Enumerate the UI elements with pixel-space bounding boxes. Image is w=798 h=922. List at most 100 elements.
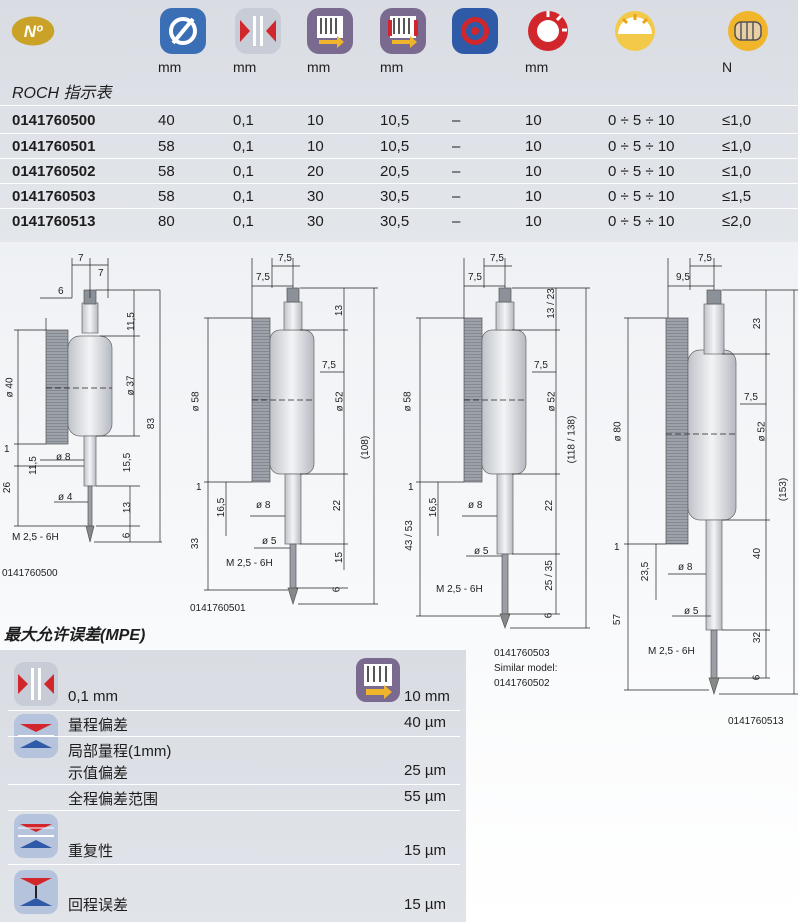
diameter-value: 58 bbox=[158, 138, 175, 155]
dim-label: 40 bbox=[752, 547, 764, 560]
dim-label: 11,5 bbox=[125, 312, 137, 331]
dim-label: 7,5 bbox=[698, 253, 712, 264]
dim-label: 57 bbox=[612, 613, 624, 626]
scale-icon bbox=[612, 8, 658, 54]
travel-value: 30,5 bbox=[380, 213, 410, 230]
mpe-item-value: 40 µm bbox=[404, 714, 446, 731]
dim-label: 7 bbox=[98, 268, 104, 279]
row-divider bbox=[0, 133, 798, 134]
unit-range: mm bbox=[307, 59, 331, 75]
travel-value: 20,5 bbox=[380, 163, 410, 180]
resolution-value: 0,1 bbox=[233, 163, 254, 180]
resolution-icon bbox=[235, 8, 281, 54]
range-value: 30 bbox=[307, 213, 324, 230]
dim-label: 7,5 bbox=[278, 253, 292, 264]
drawing-caption: 0141760503 bbox=[494, 648, 550, 659]
mpe-item-value: 55 µm bbox=[404, 788, 446, 805]
mpe-resolution: 0,1 mm bbox=[68, 688, 119, 705]
dim-label: ø 4 bbox=[58, 492, 73, 503]
dim-label: 6 bbox=[751, 674, 763, 681]
dim-label: (153) bbox=[778, 477, 790, 502]
drawing-0141760500 bbox=[14, 258, 162, 543]
dim-label: 13 bbox=[334, 304, 346, 317]
dim-label: ø 58 bbox=[402, 391, 414, 412]
drawing-caption: 0141760500 bbox=[2, 568, 58, 579]
mpe-item-label: 全程偏差范围 bbox=[68, 791, 159, 808]
range-icon bbox=[307, 8, 353, 54]
revolution-value: – bbox=[452, 138, 461, 155]
dim-label: 6 bbox=[543, 612, 555, 619]
dial-reading-icon bbox=[525, 8, 571, 54]
dim-label: ø 8 bbox=[468, 500, 483, 511]
resolution-value: 0,1 bbox=[233, 213, 254, 230]
row-divider bbox=[0, 158, 798, 159]
scale-value: 0 ÷ 5 ÷ 10 bbox=[608, 112, 675, 129]
dim-label: 23,5 bbox=[640, 561, 652, 582]
reading-value: 10 bbox=[525, 138, 542, 155]
drawing-note: Similar model: bbox=[494, 663, 558, 674]
dim-label: 1 bbox=[408, 482, 414, 493]
diameter-value: 58 bbox=[158, 188, 175, 205]
resolution-value: 0,1 bbox=[233, 112, 254, 129]
dim-label: 1 bbox=[4, 444, 10, 455]
divider bbox=[8, 810, 460, 811]
dim-label: 7,5 bbox=[468, 272, 482, 283]
drawing-caption: 0141760501 bbox=[190, 603, 246, 614]
dim-label: ø 8 bbox=[56, 452, 71, 463]
dim-label: ø 37 bbox=[125, 375, 137, 396]
table-title: ROCH 指示表 bbox=[12, 85, 112, 102]
dim-label: 7,5 bbox=[256, 272, 270, 283]
mpe-item-value: 25 µm bbox=[404, 762, 446, 779]
dim-label: 9,5 bbox=[676, 272, 690, 283]
scale-value: 0 ÷ 5 ÷ 10 bbox=[608, 138, 675, 155]
part-number: 0141760513 bbox=[12, 213, 96, 230]
drawing-0141760503 bbox=[416, 258, 590, 630]
dim-label: M 2,5 - 6H bbox=[12, 532, 59, 543]
force-value: ≤1,0 bbox=[722, 163, 752, 180]
travel-value: 10,5 bbox=[380, 112, 410, 129]
part-number: 0141760503 bbox=[12, 188, 96, 205]
mpe-item-label: 局部量程(1mm) bbox=[68, 743, 172, 760]
dim-label: 6 bbox=[331, 586, 343, 593]
dim-label: M 2,5 - 6H bbox=[436, 584, 483, 595]
divider bbox=[8, 710, 460, 711]
number-icon: Nº bbox=[10, 8, 56, 54]
dim-label: ø 80 bbox=[612, 421, 624, 442]
part-number: 0141760500 bbox=[12, 112, 96, 129]
scale-value: 0 ÷ 5 ÷ 10 bbox=[608, 188, 675, 205]
force-value: ≤1,0 bbox=[722, 138, 752, 155]
dim-label: 43 / 53 bbox=[403, 520, 415, 551]
revolution-value: – bbox=[452, 163, 461, 180]
unit-force: N bbox=[722, 59, 733, 75]
divider bbox=[8, 736, 460, 737]
unit-total-travel: mm bbox=[380, 59, 404, 75]
revolution-value: – bbox=[452, 112, 461, 129]
divider bbox=[8, 864, 460, 865]
reading-value: 10 bbox=[525, 213, 542, 230]
dim-label: ø 8 bbox=[256, 500, 271, 511]
dim-label: ø 52 bbox=[756, 421, 768, 442]
dim-label: 13 / 23 bbox=[545, 288, 557, 319]
dim-label: 83 bbox=[146, 417, 158, 430]
dim-label: ø 40 bbox=[4, 377, 16, 398]
part-number: 0141760501 bbox=[12, 138, 96, 155]
svg-text:Nº: Nº bbox=[24, 22, 43, 41]
diameter-icon bbox=[160, 8, 206, 54]
dim-label: 15 bbox=[334, 551, 346, 564]
drawing-caption: 0141760513 bbox=[728, 716, 784, 727]
unit-dial-reading: mm bbox=[525, 59, 549, 75]
range-icon bbox=[356, 658, 400, 702]
row-divider bbox=[0, 105, 798, 106]
unit-diameter: mm bbox=[158, 59, 182, 75]
dim-label: ø 58 bbox=[190, 391, 202, 412]
dim-label: ø 5 bbox=[684, 606, 699, 617]
dim-label: 26 bbox=[2, 481, 14, 494]
mpe-panel: 0,1 mm 10 mm 量程偏差 40 µm 局部量程(1mm) 示值偏差 2… bbox=[0, 650, 466, 922]
divider bbox=[8, 784, 460, 785]
range-value: 10 bbox=[307, 138, 324, 155]
dim-label: 22 bbox=[332, 499, 344, 512]
mpe-item-label: 重复性 bbox=[68, 843, 114, 860]
dim-label: 11,5 bbox=[27, 456, 39, 475]
hysteresis-icon bbox=[14, 870, 58, 914]
dim-label: 7,5 bbox=[534, 360, 548, 371]
